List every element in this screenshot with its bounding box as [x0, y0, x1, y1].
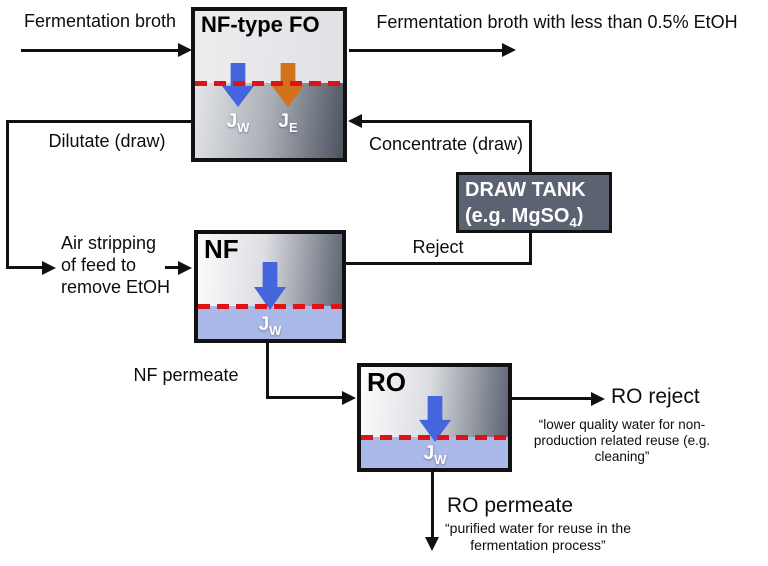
concentrate-arrowhead-icon: [348, 114, 362, 128]
ro-reject-note: “lower quality water for non- production…: [533, 417, 711, 464]
nf-permeate-line-vertical: [266, 341, 269, 399]
nf-water-flux-label: JW: [258, 314, 282, 338]
ro-permeate-line: [431, 470, 434, 538]
nf-permeate-line-horizontal: [266, 396, 343, 399]
reject-label: Reject: [412, 237, 464, 257]
fo-feed-zone: [195, 11, 343, 83]
product-stream-label: Fermentation broth with less than 0.5% E…: [376, 12, 738, 32]
ro-reject-arrowhead-icon: [591, 392, 605, 406]
feed-stream-label: Fermentation broth: [23, 11, 177, 31]
nf-membrane-dashed-line: [198, 304, 342, 309]
ro-permeate-label: RO permeate: [447, 494, 574, 517]
product-arrowhead-icon: [502, 43, 516, 57]
nf-feed-arrowhead-icon: [178, 261, 192, 275]
ro-permeate-note: “purified water for reuse in the ferment…: [445, 520, 631, 553]
draw-tank: DRAW TANK (e.g. MgSO4): [456, 172, 612, 233]
nf-membrane-unit: NF JW: [194, 230, 346, 343]
feed-arrowhead-icon: [178, 43, 192, 57]
ro-membrane-dashed-line: [361, 435, 508, 440]
draw-tank-title: DRAW TANK: [465, 179, 586, 201]
nf-permeate-zone: [198, 306, 342, 339]
fo-ethanol-flux-label: JE: [278, 111, 298, 135]
air-stripping-label: Air stripping of feed to remove EtOH: [61, 233, 171, 297]
fo-water-flux-label: JW: [226, 111, 250, 135]
ro-membrane-unit: RO JW: [357, 363, 512, 472]
ro-reject-label: RO reject: [611, 385, 700, 408]
dilutate-flow-line-vertical: [6, 120, 9, 269]
nf-permeate-label: NF permeate: [133, 365, 239, 385]
dilutate-draw-label: Dilutate (draw): [48, 131, 166, 151]
ro-reject-line: [510, 397, 593, 400]
feed-flow-line: [21, 49, 179, 52]
draw-tank-top-line: [529, 120, 532, 174]
concentrate-flow-line: [362, 120, 532, 123]
ro-unit-title: RO: [367, 367, 406, 397]
fo-unit-title: NF-type FO: [201, 12, 320, 37]
nf-feed-line: [165, 266, 180, 269]
ro-permeate-zone: [361, 437, 508, 468]
nf-unit-title: NF: [204, 234, 239, 264]
concentrate-draw-label: Concentrate (draw): [368, 134, 524, 154]
air-stripping-inlet-line: [6, 266, 44, 269]
ro-water-flux-label: JW: [423, 443, 447, 467]
draw-tank-solute: (e.g. MgSO4): [465, 205, 584, 230]
draw-tank-bottom-line: [529, 230, 532, 265]
product-flow-line: [349, 49, 503, 52]
fo-membrane-unit: NF-type FO JW JE: [191, 7, 347, 162]
fo-draw-zone: [195, 83, 343, 158]
fo-membrane-dashed-line: [195, 81, 343, 86]
dilutate-flow-line-horizontal: [6, 120, 191, 123]
reject-flow-line: [345, 262, 532, 265]
ro-permeate-arrowhead-icon: [425, 537, 439, 551]
ro-feed-arrowhead-icon: [342, 391, 356, 405]
air-stripping-inlet-arrowhead-icon: [42, 261, 56, 275]
